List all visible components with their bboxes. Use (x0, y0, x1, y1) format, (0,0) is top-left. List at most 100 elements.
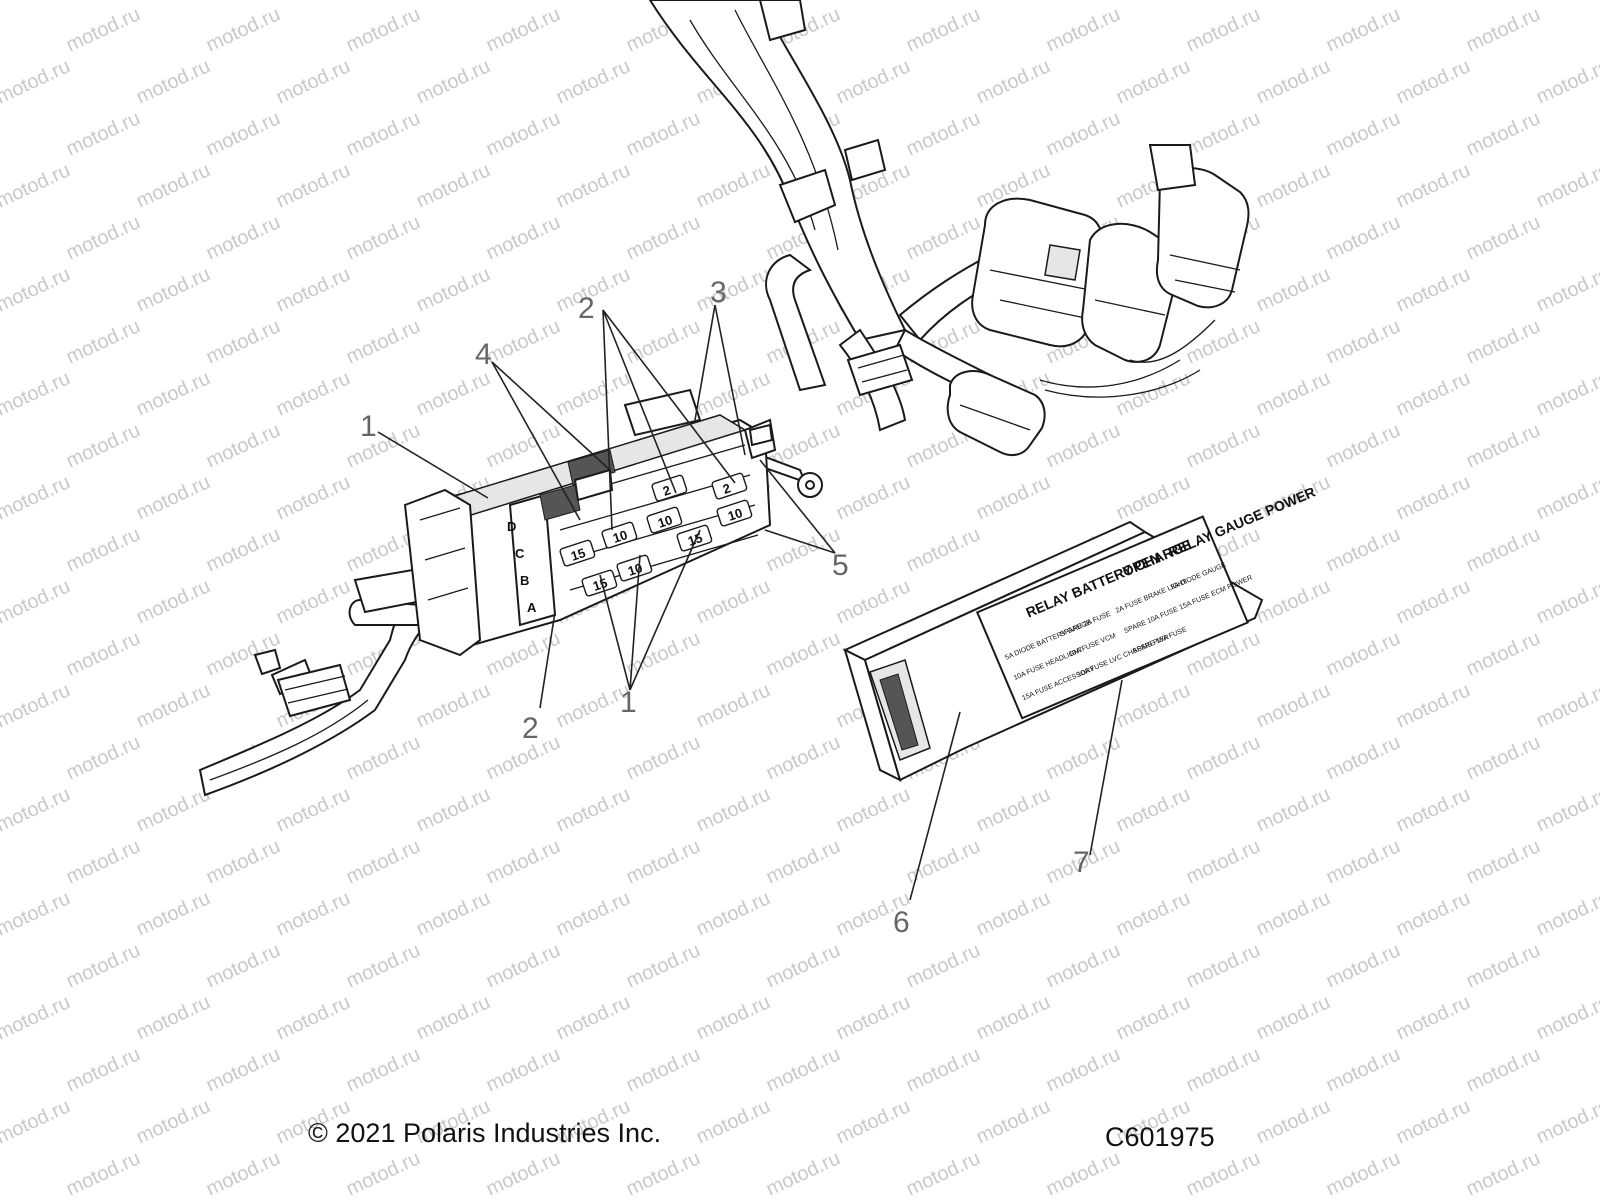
watermark-text: motod.ru (203, 107, 284, 160)
watermark-text: motod.ru (1463, 1147, 1544, 1200)
watermark-text: motod.ru (343, 107, 424, 160)
watermark-text: motod.ru (63, 523, 144, 576)
watermark-text: motod.ru (63, 107, 144, 160)
watermark-text: motod.ru (273, 159, 354, 212)
watermark-text: motod.ru (693, 679, 774, 732)
watermark-text: motod.ru (483, 211, 564, 264)
watermark-text: motod.ru (133, 55, 214, 108)
watermark-text: motod.ru (1393, 991, 1474, 1044)
watermark-text: motod.ru (1323, 107, 1404, 160)
watermark-text: motod.ru (1393, 679, 1474, 732)
watermark-text: motod.ru (63, 1043, 144, 1096)
watermark-text: motod.ru (1183, 419, 1264, 472)
watermark-text: motod.ru (63, 1147, 144, 1200)
watermark-text: motod.ru (1253, 263, 1334, 316)
watermark-text: motod.ru (1323, 939, 1404, 992)
watermark-text: motod.ru (833, 55, 914, 108)
watermark-text: motod.ru (413, 367, 494, 420)
watermark-text: motod.ru (903, 523, 984, 576)
watermark-text: motod.ru (203, 523, 284, 576)
fuse-body (559, 539, 596, 567)
watermark-text: motod.ru (1323, 731, 1404, 784)
watermark-text: motod.ru (133, 679, 214, 732)
watermark-text: motod.ru (343, 731, 424, 784)
fuse: 15 (559, 539, 596, 567)
watermark-text: motod.ru (1533, 991, 1600, 1044)
watermark-text: motod.ru (763, 1043, 844, 1096)
watermark-text: motod.ru (763, 731, 844, 784)
watermark-text: motod.ru (1043, 939, 1124, 992)
watermark-text: motod.ru (343, 939, 424, 992)
row-letters: D C B A (507, 519, 537, 615)
harness-connectors (946, 144, 1250, 457)
watermark-text: motod.ru (413, 159, 494, 212)
watermark-text: motod.ru (833, 0, 914, 5)
watermark-text: motod.ru (1113, 367, 1194, 420)
watermark-text: motod.ru (623, 835, 704, 888)
watermark-text: motod.ru (0, 1095, 74, 1148)
watermark-text: motod.ru (1393, 575, 1474, 628)
watermark-text: motod.ru (413, 263, 494, 316)
watermark-text: motod.ru (1463, 523, 1544, 576)
watermark-text: motod.ru (833, 1095, 914, 1148)
watermark-text: motod.ru (1323, 523, 1404, 576)
watermark-text: motod.ru (413, 0, 494, 5)
watermark-text: motod.ru (973, 55, 1054, 108)
callout-numbers: 1 1 2 2 3 4 5 6 7 (360, 276, 1090, 939)
watermark-text: motod.ru (1463, 731, 1544, 784)
watermark-text: motod.ru (1323, 835, 1404, 888)
watermark-text: motod.ru (0, 887, 74, 940)
watermark-text: motod.ru (483, 1043, 564, 1096)
watermark-text: motod.ru (1463, 315, 1544, 368)
watermark-text: motod.ru (1043, 107, 1124, 160)
watermark-text: motod.ru (203, 3, 284, 56)
watermark-text: motod.ru (343, 211, 424, 264)
diagram-id: C601975 (1105, 1122, 1215, 1152)
watermark-text: motod.ru (1463, 419, 1544, 472)
watermark-text: motod.ru (133, 991, 214, 1044)
watermark-text: motod.ru (203, 419, 284, 472)
watermark-text: motod.ru (1323, 1147, 1404, 1200)
watermark-text: motod.ru (1253, 1095, 1334, 1148)
watermark-text: motod.ru (0, 315, 4, 368)
watermark-text: motod.ru (63, 939, 144, 992)
watermark-text: motod.ru (0, 731, 4, 784)
watermark-text: motod.ru (203, 939, 284, 992)
watermark-text: motod.ru (1393, 159, 1474, 212)
watermark-text: motod.ru (343, 315, 424, 368)
fuse: 10 (601, 521, 638, 549)
relay (539, 484, 581, 521)
watermark-text: motod.ru (1113, 783, 1194, 836)
watermark-text: motod.ru (413, 887, 494, 940)
watermark-text: motod.ru (553, 991, 634, 1044)
watermark-text: motod.ru (0, 523, 4, 576)
watermark-text: motod.ru (273, 575, 354, 628)
watermark-text: motod.ru (133, 263, 214, 316)
watermark-text: motod.ru (0, 0, 74, 5)
relay (567, 449, 616, 486)
watermark-text: motod.ru (133, 1095, 214, 1148)
watermark-text: motod.ru (1393, 263, 1474, 316)
callout-5: 5 (832, 549, 849, 582)
watermark-text: motod.ru (133, 783, 214, 836)
watermark-text: motod.ru (1113, 0, 1194, 5)
fuse: 10 (646, 506, 683, 534)
watermark-text: motod.ru (1113, 991, 1194, 1044)
watermark-text: motod.ru (553, 55, 634, 108)
watermark-text: motod.ru (693, 575, 774, 628)
watermark-text: motod.ru (203, 211, 284, 264)
row-letter-a: A (527, 600, 537, 615)
watermark-text: motod.ru (903, 3, 984, 56)
watermark-text: motod.ru (1183, 3, 1264, 56)
watermark-text: motod.ru (1533, 159, 1600, 212)
watermark-text: motod.ru (1463, 211, 1544, 264)
watermark-text: motod.ru (1253, 679, 1334, 732)
watermark-text: motod.ru (63, 315, 144, 368)
watermark-text: motod.ru (553, 783, 634, 836)
watermark-text: motod.ru (1393, 471, 1474, 524)
watermark-text: motod.ru (0, 263, 74, 316)
watermark-text: motod.ru (1043, 419, 1124, 472)
watermark-text: motod.ru (1323, 1043, 1404, 1096)
watermark-text: motod.ru (203, 835, 284, 888)
watermark-text: motod.ru (343, 835, 424, 888)
